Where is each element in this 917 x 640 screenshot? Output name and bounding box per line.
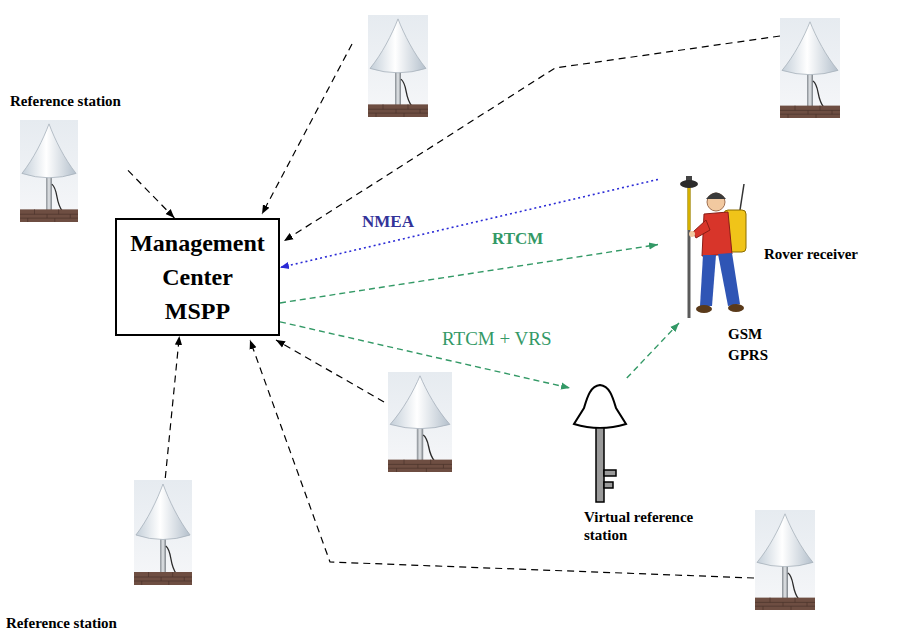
- antenna-photo: [20, 120, 78, 222]
- key-head: [574, 385, 626, 428]
- surveyor-leg: [700, 255, 716, 306]
- connector-arrow: [627, 323, 679, 378]
- surveyor-boot: [696, 305, 712, 313]
- rover-pole: [688, 186, 691, 230]
- signal-label: RTCM: [490, 229, 545, 249]
- antenna-photo: [755, 510, 815, 610]
- station-label: Reference station: [10, 92, 121, 110]
- station-label: Virtual reference station: [584, 508, 709, 544]
- surveyor-leg: [718, 253, 740, 306]
- reference-station: Reference station: [4, 478, 196, 634]
- surveyor-boot: [728, 304, 744, 312]
- connector-arrow: [165, 336, 179, 478]
- surveyor-hat: [706, 193, 726, 200]
- surveyor-body: [702, 212, 732, 256]
- signal-label: NMEA: [360, 212, 416, 232]
- virtual-station-key: [574, 385, 626, 502]
- virtual-reference-station: Virtual reference station: [570, 378, 712, 546]
- management-center-box: Management Center MSPP: [115, 218, 280, 336]
- rover-receiver: Rover receiver: [658, 175, 868, 323]
- signal-label: RTCM + VRS: [440, 328, 554, 350]
- antenna-photo: [368, 15, 428, 117]
- connector-arrow: [280, 322, 570, 388]
- box-label: Management Center MSPP: [130, 226, 265, 328]
- key-shaft: [596, 428, 604, 502]
- surveyor-hand: [689, 231, 695, 237]
- rover-figure: [680, 176, 746, 318]
- reference-station: Reference station: [8, 90, 128, 224]
- rover-pole: [688, 186, 691, 318]
- station-link: [276, 340, 384, 402]
- antenna-photo: [388, 372, 452, 472]
- station-label: Reference station: [6, 614, 117, 632]
- radio-antenna: [740, 184, 744, 210]
- network-label: GPRS: [728, 346, 768, 364]
- surveyor-head: [707, 193, 725, 211]
- station-link: [284, 36, 780, 241]
- surveyor-arm: [693, 220, 710, 238]
- station-link: [250, 340, 754, 578]
- station-links: [250, 36, 780, 578]
- station-link: [262, 44, 352, 214]
- reference-antennas: [20, 15, 840, 610]
- station-label: Rover receiver: [764, 245, 858, 263]
- key-teeth: [604, 470, 616, 488]
- antenna-photo: [134, 480, 192, 585]
- connector-arrow: [128, 170, 174, 218]
- gps-antenna: [680, 180, 698, 188]
- connector-arrow: [280, 245, 658, 303]
- network-label: GSM: [728, 325, 762, 343]
- connector-arrow: [280, 179, 658, 267]
- antenna-photo: [780, 18, 840, 118]
